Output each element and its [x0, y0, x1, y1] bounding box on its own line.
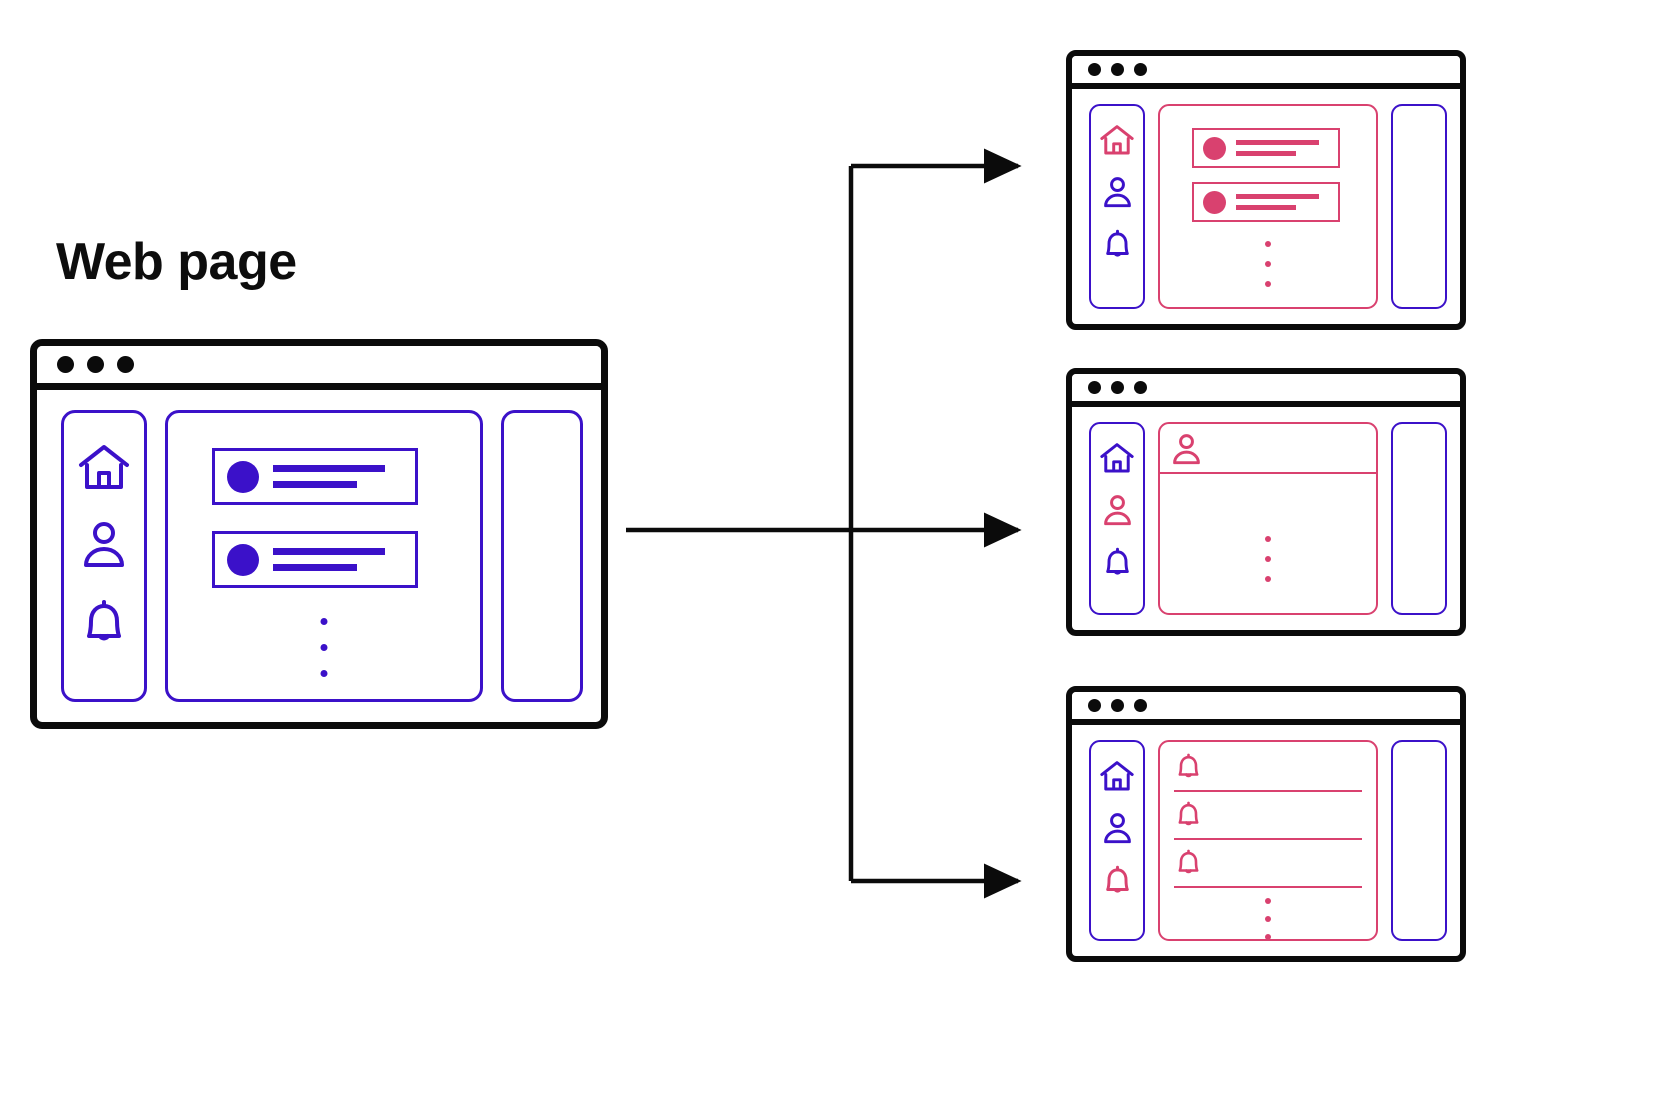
- variant-home-viewport: [1072, 89, 1460, 324]
- ellipsis-indicator: [320, 618, 328, 677]
- text-line: [273, 548, 385, 555]
- window-dot-red[interactable]: [1088, 699, 1101, 712]
- avatar: [227, 543, 259, 576]
- source-content-panel: [165, 410, 483, 702]
- source-titlebar: [37, 346, 601, 390]
- text-line: [273, 481, 357, 488]
- list-item[interactable]: [1192, 182, 1340, 222]
- variant-profile-right-rail: [1391, 422, 1447, 615]
- home-icon[interactable]: [1099, 442, 1135, 480]
- notification-row[interactable]: [1160, 750, 1376, 792]
- list-item-lines: [273, 465, 385, 488]
- variant-notifications-viewport: [1072, 725, 1460, 956]
- variant-home-titlebar: [1072, 56, 1460, 89]
- home-icon[interactable]: [1099, 124, 1135, 162]
- avatar: [1203, 136, 1226, 160]
- window-dot-green[interactable]: [1134, 381, 1147, 394]
- window-dot-red[interactable]: [1088, 63, 1101, 76]
- bell-icon[interactable]: [1101, 546, 1134, 585]
- variant-notifications-right-rail: [1391, 740, 1447, 941]
- window-dot-red[interactable]: [1088, 381, 1101, 394]
- bell-icon: [1174, 800, 1203, 835]
- text-line: [273, 564, 357, 571]
- text-line: [1236, 194, 1319, 199]
- text-line: [1236, 140, 1319, 145]
- variant-notifications-titlebar: [1072, 692, 1460, 725]
- profile-divider: [1160, 472, 1376, 474]
- variant-profile-viewport: [1072, 407, 1460, 630]
- variant-home-window: [1066, 50, 1466, 330]
- bell-icon: [1174, 752, 1203, 787]
- source-browser-window: [30, 339, 608, 729]
- source-sidebar[interactable]: [61, 410, 147, 702]
- window-dot-yellow[interactable]: [1111, 699, 1124, 712]
- person-icon[interactable]: [1101, 176, 1134, 214]
- person-icon[interactable]: [1170, 433, 1203, 471]
- list-item-lines: [273, 548, 385, 571]
- home-icon[interactable]: [1099, 760, 1135, 798]
- window-dots: [37, 356, 134, 373]
- window-dot-green[interactable]: [117, 356, 134, 373]
- ellipsis-indicator: [1265, 898, 1271, 940]
- source-right-rail: [501, 410, 583, 702]
- list-item[interactable]: [212, 448, 418, 505]
- window-dots: [1072, 699, 1147, 712]
- variant-profile-window: [1066, 368, 1466, 636]
- person-icon[interactable]: [1101, 812, 1134, 850]
- variant-home-right-rail: [1391, 104, 1447, 309]
- variant-profile-sidebar[interactable]: [1089, 422, 1145, 615]
- list-item[interactable]: [212, 531, 418, 588]
- window-dot-yellow[interactable]: [1111, 381, 1124, 394]
- window-dot-yellow[interactable]: [87, 356, 104, 373]
- avatar: [227, 460, 259, 493]
- person-icon[interactable]: [79, 520, 129, 575]
- window-dot-yellow[interactable]: [1111, 63, 1124, 76]
- list-item[interactable]: [1192, 128, 1340, 168]
- notification-row[interactable]: [1160, 846, 1376, 888]
- text-line: [1236, 151, 1296, 156]
- row-rule: [1174, 886, 1362, 888]
- ellipsis-indicator: [1265, 241, 1271, 287]
- bell-icon: [1174, 848, 1203, 883]
- notification-row[interactable]: [1160, 798, 1376, 840]
- window-dots: [1072, 63, 1147, 76]
- bell-icon[interactable]: [1101, 864, 1134, 903]
- variant-notifications-sidebar[interactable]: [1089, 740, 1145, 941]
- window-dot-red[interactable]: [57, 356, 74, 373]
- variant-notifications-content-panel: [1158, 740, 1378, 941]
- row-rule: [1174, 790, 1362, 792]
- window-dots: [1072, 381, 1147, 394]
- row-rule: [1174, 838, 1362, 840]
- variant-home-content-panel: [1158, 104, 1378, 309]
- text-line: [1236, 205, 1296, 210]
- bell-icon[interactable]: [79, 597, 129, 654]
- avatar: [1203, 190, 1226, 214]
- list-item-lines: [1236, 194, 1319, 210]
- bell-icon[interactable]: [1101, 228, 1134, 267]
- window-dot-green[interactable]: [1134, 63, 1147, 76]
- variant-home-sidebar[interactable]: [1089, 104, 1145, 309]
- variant-notifications-window: [1066, 686, 1466, 962]
- source-viewport: [37, 390, 601, 722]
- list-item-lines: [1236, 140, 1319, 156]
- page-title: Web page: [56, 233, 297, 291]
- variant-profile-content-panel: [1158, 422, 1378, 615]
- ellipsis-indicator: [1265, 536, 1271, 582]
- person-icon[interactable]: [1101, 494, 1134, 532]
- home-icon[interactable]: [77, 443, 131, 498]
- text-line: [273, 465, 385, 472]
- window-dot-green[interactable]: [1134, 699, 1147, 712]
- variant-profile-titlebar: [1072, 374, 1460, 407]
